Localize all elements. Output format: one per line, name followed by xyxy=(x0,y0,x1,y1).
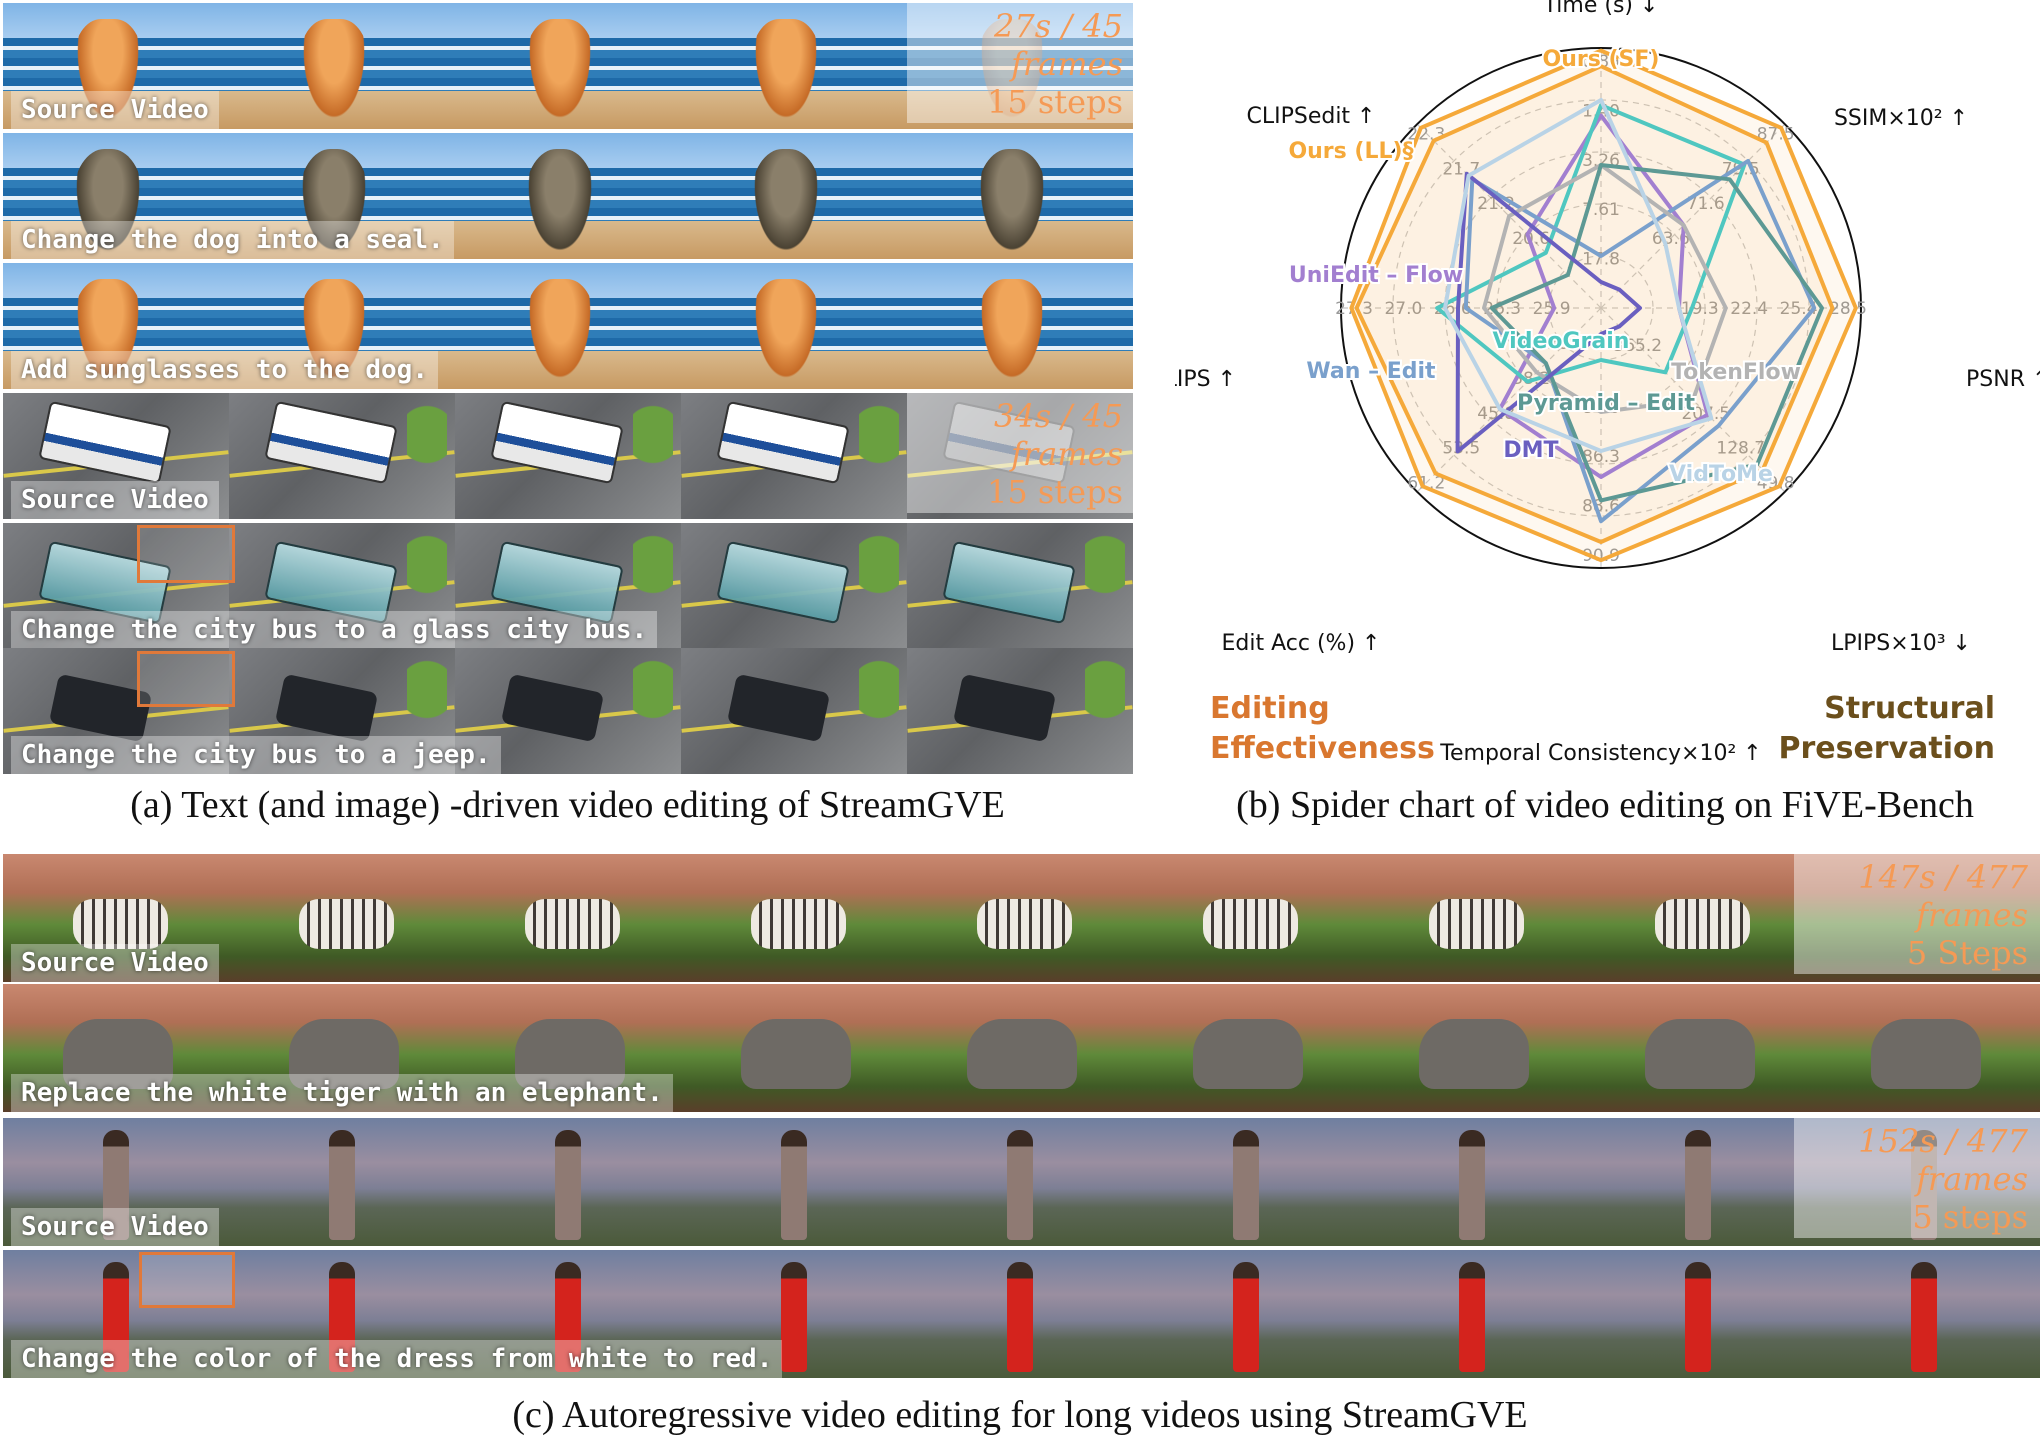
row-caption: Source Video xyxy=(11,1208,219,1246)
group-label-right: Structural xyxy=(1824,691,1995,726)
radar-tick-label: 71.6 xyxy=(1687,194,1725,214)
radar-tick-label: 86.3 xyxy=(1582,447,1620,467)
row-caption: Add sunglasses to the dog. xyxy=(11,351,438,389)
radar-series-polygon xyxy=(1489,163,1824,503)
radar-chart: 0.891.403.267.6117.887.579.571.663.628.5… xyxy=(1175,0,2040,766)
reference-image-inset xyxy=(139,1252,235,1308)
radar-tick-label: 17.8 xyxy=(1582,250,1620,270)
timing-text: 27s / 45 frames xyxy=(994,7,1123,83)
jeep-strip: Change the city bus to a jeep. xyxy=(3,648,1135,774)
radar-tick-label: 26.3 xyxy=(1483,299,1521,319)
glass-bus-strip: Change the city bus to a glass city bus. xyxy=(3,523,1135,649)
radar-series-label: Ours (LL)§ xyxy=(1288,139,1413,164)
video-frame xyxy=(229,3,455,129)
panel-a-video-grid: Source Video 27s / 45 frames 15 steps Ch… xyxy=(3,3,1135,774)
row-caption: Source Video xyxy=(11,91,219,129)
radar-tick-label: 27.3 xyxy=(1335,299,1373,319)
video-frame xyxy=(3,3,229,129)
reference-image-inset xyxy=(137,651,235,707)
seal-strip: Change the dog into a seal. xyxy=(3,133,1135,259)
group-label-right: Preservation xyxy=(1778,731,1995,766)
radar-series-polygon xyxy=(1435,103,1747,384)
radar-tick-label: 84.0 xyxy=(1582,398,1620,418)
radar-axis-label: Time (s) ↓ xyxy=(1543,0,1659,18)
radar-tick-label: 0.89 xyxy=(1582,52,1620,72)
radar-series-label: UniEdit – Flow xyxy=(1289,263,1463,288)
radar-series-label: Pyramid – Edit xyxy=(1517,391,1695,416)
radar-axis-label: Edit Acc (%) ↑ xyxy=(1222,631,1381,656)
timing-badge: 34s / 45 frames 15 steps xyxy=(907,393,1135,513)
radar-tick-label: 365.2 xyxy=(1613,336,1662,356)
row-caption: Source Video xyxy=(11,944,219,982)
radar-tick-label: 90.9 xyxy=(1582,546,1620,566)
figure-caption-b: (b) Spider chart of video editing on FiV… xyxy=(1236,784,1974,826)
radar-tick-label: 45.8 xyxy=(1477,404,1515,424)
radar-axis-label: LPIPS×10³ ↓ xyxy=(1831,631,1971,656)
radar-tick-label: 49.8 xyxy=(1757,474,1795,494)
sunglasses-strip: Add sunglasses to the dog. xyxy=(3,263,1135,389)
radar-series-polygon xyxy=(1455,171,1642,454)
group-label-left: Effectiveness xyxy=(1210,731,1435,766)
video-frame xyxy=(455,3,681,129)
timing-text: 147s / 477 frames xyxy=(1858,858,2028,934)
radar-tick-label: 27.0 xyxy=(1384,299,1422,319)
radar-tick-label: 7.61 xyxy=(1582,200,1620,220)
red-dress-strip: Change the color of the dress from white… xyxy=(3,1250,2040,1378)
figure-caption-c: (c) Autoregressive video editing for lon… xyxy=(512,1394,1528,1436)
source-bus-strip: Source Video 34s / 45 frames 15 steps xyxy=(3,393,1135,519)
timing-badge: 152s / 477 frames 5 steps xyxy=(1794,1118,2040,1238)
radar-tick-label: 22.4 xyxy=(1730,299,1768,319)
radar-tick-label: 61.2 xyxy=(1407,474,1445,494)
steps-text: 5 Steps xyxy=(1906,934,2028,972)
radar-series-label: VideoGrain xyxy=(1493,329,1630,354)
radar-series-label: TokenFlow xyxy=(1671,360,1801,385)
radar-axis-label: Temporal Consistency×10² ↑ xyxy=(1439,741,1761,766)
timing-badge: 27s / 45 frames 15 steps xyxy=(907,3,1135,123)
radar-tick-label: 28.5 xyxy=(1829,299,1867,319)
group-label-left: Editing xyxy=(1210,691,1330,726)
source-dog-strip: Source Video 27s / 45 frames 15 steps xyxy=(3,3,1135,129)
steps-text: 15 steps xyxy=(986,473,1123,511)
radar-series-polygon xyxy=(1463,158,1817,524)
panel-c-long-video-grid: Source Video 147s / 477 frames 5 Steps R… xyxy=(3,854,2040,1382)
source-dancer-strip: Source Video 152s / 477 frames 5 steps xyxy=(3,1118,2040,1246)
steps-text: 5 steps xyxy=(1912,1198,2028,1236)
row-caption: Change the city bus to a jeep. xyxy=(11,736,501,774)
reference-image-inset xyxy=(137,525,235,583)
radar-series-label: Wan – Edit xyxy=(1306,359,1436,384)
row-caption: Source Video xyxy=(11,481,219,519)
radar-outer-ring xyxy=(1340,47,1862,569)
row-caption: Change the dog into a seal. xyxy=(11,221,454,259)
radar-series-polygon xyxy=(1482,163,1728,414)
video-frame xyxy=(907,3,1133,129)
radar-tick-label: 30.6 xyxy=(1547,334,1585,354)
radar-axis-label: PSNR ↑ xyxy=(1966,367,2040,392)
radar-axis-label: SSIM×10² ↑ xyxy=(1834,106,1968,131)
steps-text: 15 steps xyxy=(986,83,1123,121)
radar-axis-label: CLIPSedit ↑ xyxy=(1246,104,1375,129)
figure-caption-a: (a) Text (and image) -driven video editi… xyxy=(130,784,1005,826)
radar-series-label: Ours (SF) xyxy=(1543,47,1660,72)
timing-text: 34s / 45 frames xyxy=(994,397,1123,473)
radar-axis-label: CLIPS ↑ xyxy=(1175,367,1236,392)
row-caption: Replace the white tiger with an elephant… xyxy=(11,1074,673,1112)
timing-badge: 147s / 477 frames 5 Steps xyxy=(1794,854,2040,974)
radar-tick-label: 128.7 xyxy=(1716,439,1765,459)
radar-series-label: DMT xyxy=(1503,438,1558,463)
video-frame xyxy=(681,3,907,129)
timing-text: 152s / 477 frames xyxy=(1858,1122,2028,1198)
elephant-strip: Replace the white tiger with an elephant… xyxy=(3,984,2040,1112)
row-caption: Change the city bus to a glass city bus. xyxy=(11,611,658,649)
row-caption: Change the color of the dress from white… xyxy=(11,1340,783,1378)
radar-series-label: VidToMe xyxy=(1669,462,1773,487)
radar-series-polygon xyxy=(1443,98,1714,453)
source-tiger-strip: Source Video 147s / 477 frames 5 Steps xyxy=(3,854,2040,982)
